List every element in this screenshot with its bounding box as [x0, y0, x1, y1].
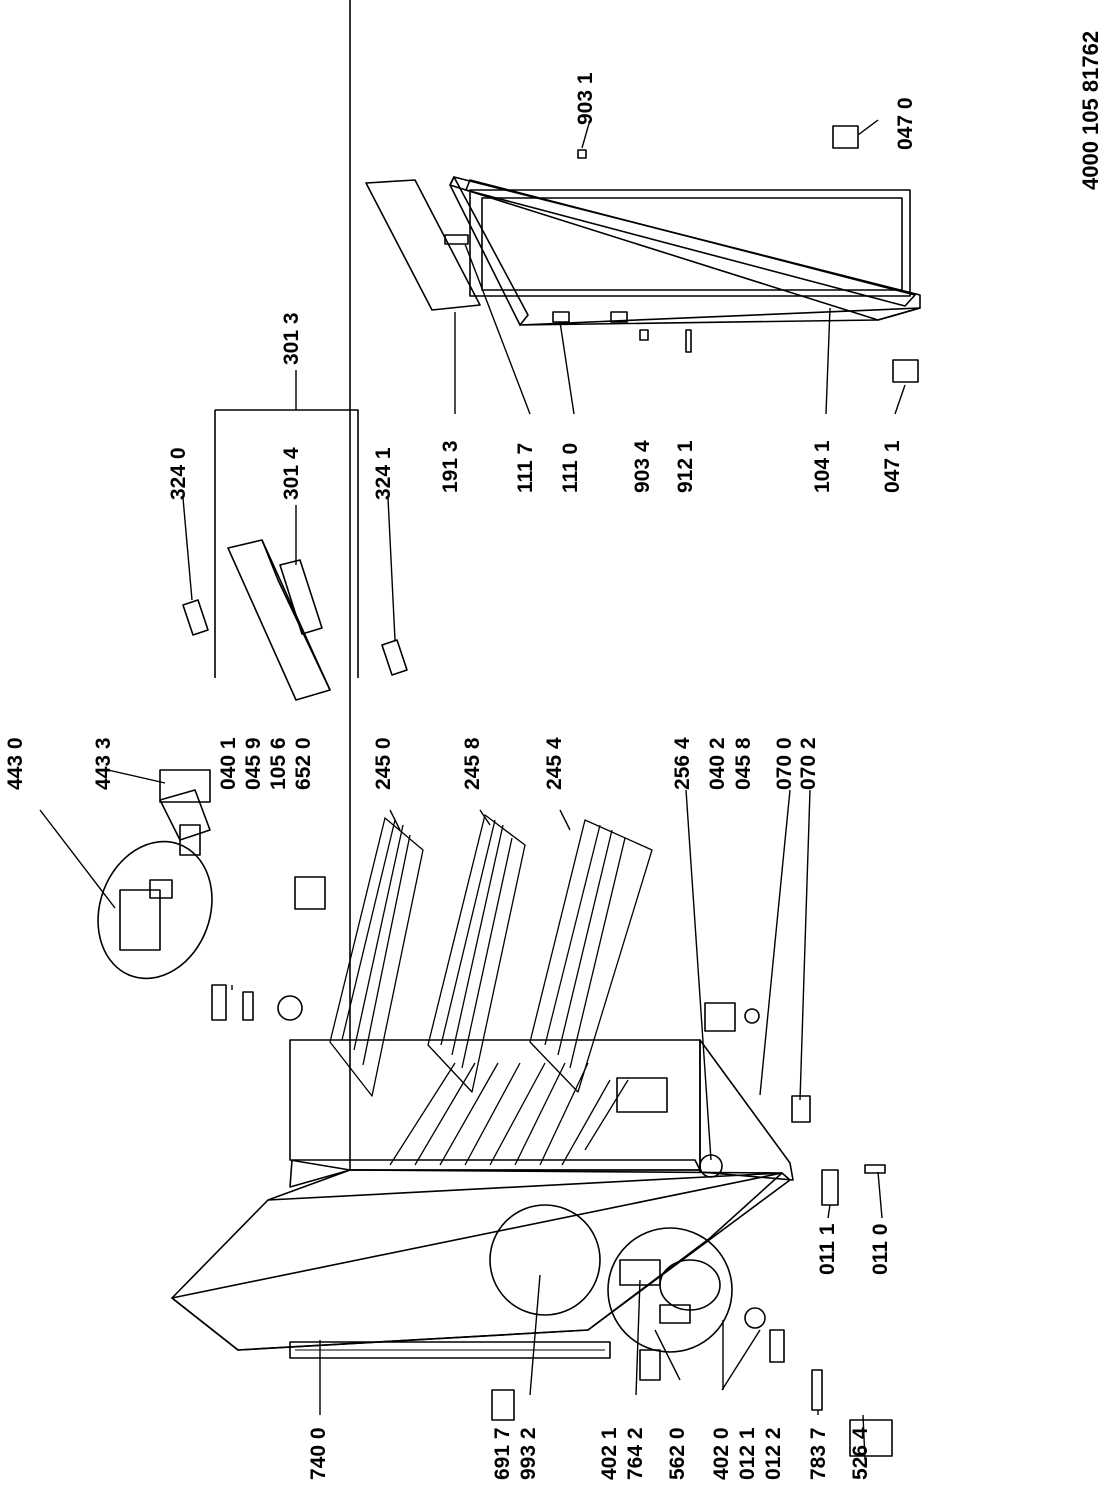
cabinet-body	[171, 0, 794, 1359]
label-764-2: 764 2	[624, 1427, 647, 1480]
part-011-1	[821, 1169, 839, 1206]
part-912-1	[685, 329, 692, 353]
label-903-4: 903 4	[631, 440, 654, 493]
label-011-1: 011 1	[816, 1223, 839, 1275]
label-040-1: 040 1	[217, 737, 240, 790]
label-783-7: 783 7	[807, 1427, 830, 1480]
part-783-7	[811, 1369, 823, 1411]
handle-badge	[444, 234, 469, 245]
label-111-0: 111 0	[559, 442, 582, 493]
label-111-7: 111 7	[514, 442, 537, 493]
part-012-1	[744, 1307, 766, 1329]
part-070-2	[791, 1095, 811, 1123]
label-191-3: 191 3	[439, 440, 462, 493]
label-324-1: 324 1	[372, 447, 395, 500]
interior-rails	[389, 1062, 629, 1166]
label-045-8: 045 8	[732, 737, 755, 790]
door-gasket	[365, 179, 481, 311]
label-245-0: 245 0	[372, 737, 395, 790]
part-012-2	[769, 1329, 785, 1363]
label-912-1: 912 1	[674, 440, 697, 493]
label-045-9: 045 9	[242, 737, 265, 790]
part-047-1	[892, 359, 919, 383]
part-443-3	[159, 769, 211, 803]
part-011-0	[864, 1164, 886, 1174]
thermostat-group	[97, 789, 213, 980]
label-047-0: 047 0	[894, 97, 917, 150]
part-903-1	[577, 149, 587, 159]
part-045-8	[744, 1008, 760, 1024]
label-402-1: 402 1	[598, 1427, 621, 1480]
label-691-7: 691 7	[491, 1427, 514, 1480]
label-040-2: 040 2	[706, 737, 729, 790]
shelf-245-8	[427, 814, 526, 1093]
leader-lines	[39, 119, 906, 1461]
part-047-0	[832, 125, 859, 149]
top-handle-assembly	[182, 409, 408, 701]
label-443-3: 443 3	[92, 737, 115, 790]
label-402-0: 402 0	[710, 1427, 733, 1480]
label-301-3: 301 3	[280, 312, 303, 365]
part-526-4	[849, 1419, 893, 1457]
shelf-245-0	[329, 817, 424, 1097]
label-993-2: 993 2	[517, 1427, 540, 1480]
document-number: 4000 105 81762	[1078, 30, 1103, 190]
part-040-1	[211, 984, 227, 1021]
label-047-1: 047 1	[881, 440, 904, 493]
label-012-2: 012 2	[762, 1427, 785, 1480]
label-652-0: 652 0	[292, 737, 315, 790]
part-105-6	[277, 995, 303, 1021]
part-691-7	[491, 1389, 515, 1421]
part-045-9	[242, 991, 254, 1021]
label-070-0: 070 0	[773, 737, 796, 790]
label-903-1: 903 1	[574, 72, 597, 125]
label-256-4: 256 4	[671, 737, 694, 790]
door	[449, 176, 921, 326]
label-070-2: 070 2	[797, 737, 820, 790]
label-105-6: 105 6	[267, 737, 290, 790]
label-301-4: 301 4	[280, 447, 303, 500]
label-526-4: 526 4	[849, 1427, 872, 1480]
part-652-0	[294, 876, 326, 910]
label-104-1: 104 1	[811, 440, 834, 493]
label-011-0: 011 0	[869, 1223, 892, 1275]
label-324-0: 324 0	[167, 447, 190, 500]
shelf-245-4	[529, 819, 653, 1093]
label-245-8: 245 8	[461, 737, 484, 790]
label-443-0: 443 0	[4, 737, 27, 790]
label-740-0: 740 0	[307, 1427, 330, 1480]
part-764-2	[639, 1349, 661, 1381]
part-903-4	[639, 329, 649, 341]
label-012-1: 012 1	[736, 1427, 759, 1480]
part-040-2	[704, 1002, 736, 1032]
label-562-0: 562 0	[666, 1427, 689, 1480]
label-245-4: 245 4	[543, 737, 566, 790]
